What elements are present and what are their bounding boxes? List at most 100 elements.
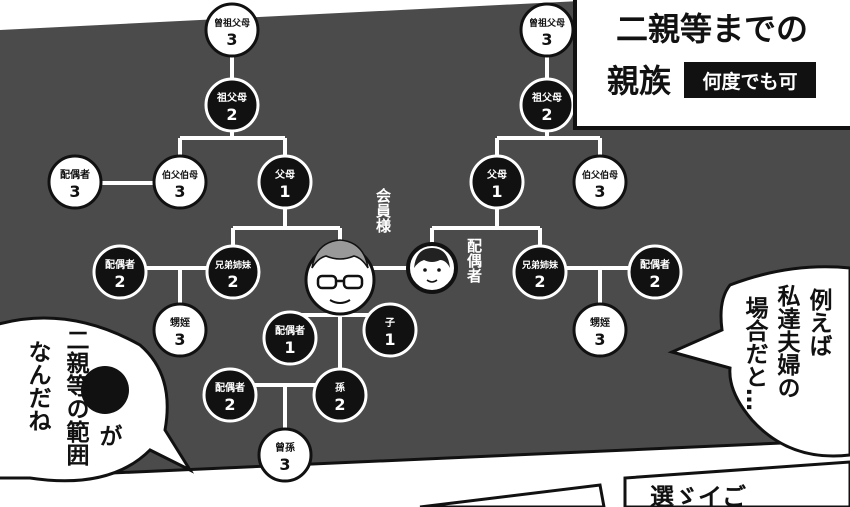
node-relation-label: 子 (385, 317, 395, 329)
node-relation-label: 兄弟姉妹 (521, 259, 559, 271)
node-degree: 3 (69, 182, 80, 201)
node-circle (204, 77, 260, 133)
black-dot-marker (81, 366, 129, 414)
title-badge-text: 何度でも可 (702, 70, 797, 93)
node-great-grandchild: 曾孫3 (257, 427, 313, 483)
node-degree: 1 (284, 338, 295, 357)
node-relation-label: 伯父伯母 (582, 169, 618, 181)
node-member-nephews-nieces: 甥姪3 (152, 302, 208, 358)
node-degree: 3 (174, 182, 185, 201)
node-circle (627, 244, 683, 300)
title-line2: 親族 (607, 62, 672, 100)
spouse-avatar (406, 242, 458, 294)
node-circle (362, 302, 418, 358)
node-relation-label: 父母 (486, 169, 507, 181)
node-degree: 1 (384, 330, 395, 349)
node-grandchild: 孫2 (312, 367, 368, 423)
title-line1: 二親等までの (616, 10, 808, 48)
node-relation-label: 祖父母 (216, 91, 247, 104)
right-bubble-col2: 私達夫婦の (773, 284, 802, 399)
bottom-fragment-text: 選ゞイご (650, 483, 746, 507)
node-degree: 1 (491, 182, 502, 201)
node-relation-label: 配偶者 (215, 381, 245, 394)
node-relation-label: 配偶者 (275, 324, 305, 337)
node-circle (512, 244, 568, 300)
right-bubble-col3: 場合だと… (741, 296, 769, 411)
node-degree: 3 (541, 30, 552, 49)
node-circle (262, 310, 318, 366)
node-degree: 2 (334, 395, 345, 414)
node-relation-label: 甥姪 (590, 316, 610, 329)
title-badge (684, 62, 816, 98)
node-degree: 3 (226, 30, 237, 49)
node-relation-label: 父母 (274, 169, 295, 181)
node-degree: 3 (594, 330, 605, 349)
panel-border (0, 438, 850, 480)
node-relation-label: 甥姪 (170, 316, 190, 329)
node-circle (152, 302, 208, 358)
node-relation-label: 配偶者 (640, 258, 670, 271)
node-relation-label: 伯父伯母 (162, 169, 198, 181)
left-bubble-col3: が (95, 423, 122, 447)
node-relation-label: 兄弟姉妹 (214, 259, 252, 271)
node-relation-label: 曾祖父母 (214, 17, 250, 29)
node-spouse-parents: 父母1 (469, 154, 525, 210)
right-bubble-col1: 例えば (805, 288, 833, 357)
node-circle (47, 154, 103, 210)
node-relation-label: 曾祖父母 (529, 17, 565, 29)
spouse-label: 配偶者 (465, 238, 483, 283)
lower-panel-right (623, 460, 850, 507)
node-degree: 3 (174, 330, 185, 349)
node-degree: 2 (227, 272, 238, 291)
member-label: 会員様 (374, 187, 392, 234)
node-member-parents: 父母1 (257, 154, 313, 210)
node-circle (469, 154, 525, 210)
node-degree: 3 (279, 455, 290, 474)
node-relation-label: 曾孫 (275, 441, 295, 454)
node-circle (257, 427, 313, 483)
node-circle (92, 244, 148, 300)
node-degree: 2 (226, 105, 237, 124)
left-speech-bubble: 二親等の範囲 なんだね が (0, 316, 195, 483)
node-relation-label: 祖父母 (531, 91, 562, 104)
node-degree: 2 (534, 272, 545, 291)
lower-panel-left (419, 483, 606, 507)
node-circle (572, 154, 628, 210)
node-relation-label: 配偶者 (60, 168, 90, 181)
node-relation-label: 孫 (335, 381, 345, 394)
node-circle (204, 2, 260, 58)
member-avatar (304, 239, 376, 316)
left-bubble-col2: なんだね (24, 340, 52, 432)
node-circle (152, 154, 208, 210)
node-circle (202, 367, 258, 423)
node-circle (257, 154, 313, 210)
node-degree: 3 (594, 182, 605, 201)
left-bubble-col1: 二親等の範囲 (62, 328, 90, 467)
node-degree: 2 (649, 272, 660, 291)
node-degree: 2 (114, 272, 125, 291)
node-circle (572, 302, 628, 358)
node-degree: 1 (279, 182, 290, 201)
title-box: 二親等までの 親族 何度でも可 (573, 0, 850, 130)
right-speech-bubble: 例えば 私達夫婦の 場合だと… (667, 265, 850, 458)
node-spouse-nephews-nieces: 甥姪3 (572, 302, 628, 358)
node-circle (205, 244, 261, 300)
node-degree: 2 (224, 395, 235, 414)
node-degree: 2 (541, 105, 552, 124)
node-child: 子1 (362, 302, 418, 358)
